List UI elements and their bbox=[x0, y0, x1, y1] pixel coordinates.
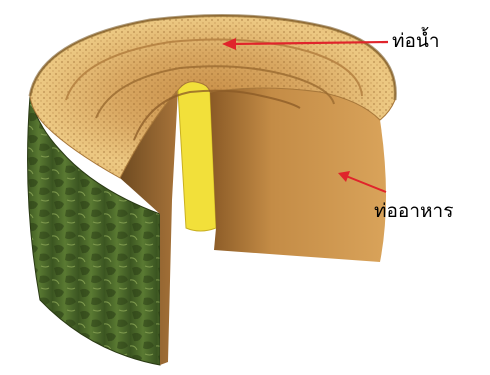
cut-face-right bbox=[210, 88, 386, 262]
pith bbox=[178, 82, 216, 231]
label-xylem: ท่อน้ำ bbox=[392, 32, 440, 51]
label-phloem: ท่ออาหาร bbox=[374, 202, 453, 221]
